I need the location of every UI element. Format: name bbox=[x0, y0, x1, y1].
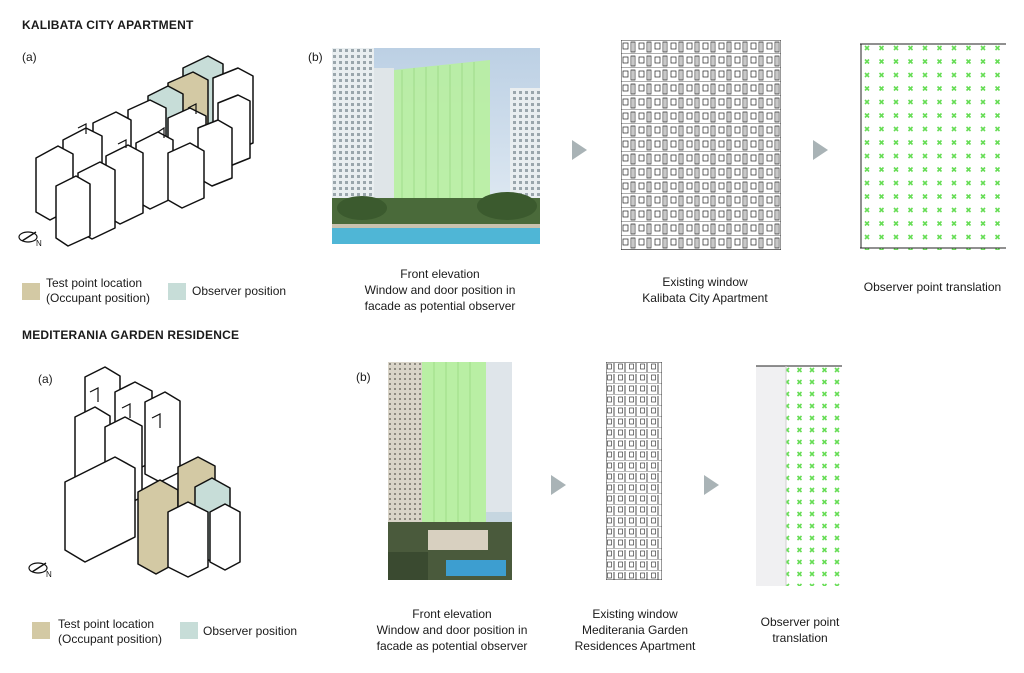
caption-line: Front elevation bbox=[412, 607, 492, 621]
mediterania-facade-photo bbox=[388, 362, 512, 580]
caption-line: Existing window bbox=[662, 275, 748, 289]
mediterania-window-elevation bbox=[606, 362, 662, 580]
triangle-right-icon bbox=[813, 140, 828, 160]
legend-observer-label: Observer position bbox=[192, 284, 287, 298]
panel-label-a: (a) bbox=[38, 372, 53, 386]
kalibata-observer-translation bbox=[860, 42, 1006, 250]
north-arrow-icon: N bbox=[28, 562, 52, 579]
legend-test-point-line2: (Occupant position) bbox=[46, 291, 151, 305]
legend-test-point-line1: Test point location bbox=[46, 276, 143, 290]
caption-line: Kalibata City Apartment bbox=[642, 291, 768, 305]
svg-text:N: N bbox=[46, 570, 52, 579]
panel-label-a: (a) bbox=[22, 50, 37, 64]
caption-line: facade as potential observer bbox=[364, 299, 516, 313]
legend-observer-label: Observer position bbox=[203, 624, 298, 638]
caption-line: Front elevation bbox=[400, 267, 480, 281]
kalibata-facade-photo bbox=[332, 48, 540, 244]
mediterania-observer-translation bbox=[756, 365, 842, 586]
panel-label-b: (b) bbox=[356, 370, 371, 384]
legend-test-point-label: Test point location (Occupant position) bbox=[46, 276, 150, 306]
caption-line: Existing window bbox=[592, 607, 678, 621]
triangle-right-icon bbox=[572, 140, 587, 160]
caption-observer-translation: Observer point translation bbox=[845, 279, 1020, 295]
legend-test-point-label: Test point location (Occupant position) bbox=[58, 617, 162, 647]
north-arrow-icon: N bbox=[18, 231, 42, 248]
legend-swatch-test-point bbox=[22, 283, 40, 300]
caption-line: translation bbox=[772, 631, 828, 645]
caption-line: Window and door position in bbox=[376, 623, 528, 637]
caption-existing-window: Existing window Mediterania Garden Resid… bbox=[560, 606, 710, 654]
legend-swatch-test-point bbox=[32, 622, 50, 639]
legend-test-point-line2: (Occupant position) bbox=[58, 632, 163, 646]
caption-line: facade as potential observer bbox=[376, 639, 528, 653]
panel-label-b: (b) bbox=[308, 50, 323, 64]
section-title-mediterania: MEDITERANIA GARDEN RESIDENCE bbox=[22, 328, 240, 342]
caption-line: Mediterania Garden bbox=[581, 623, 689, 637]
caption-front-elevation: Front elevation Window and door position… bbox=[352, 606, 552, 654]
mediterania-isometric-massing bbox=[64, 366, 241, 578]
legend-test-point-line1: Test point location bbox=[58, 617, 155, 631]
triangle-right-icon bbox=[704, 475, 719, 495]
caption-line: Window and door position in bbox=[364, 283, 516, 297]
legend-swatch-observer bbox=[180, 622, 198, 639]
svg-text:N: N bbox=[36, 239, 42, 248]
caption-line: Residences Apartment bbox=[574, 639, 696, 653]
section-title-kalibata: KALIBATA CITY APARTMENT bbox=[22, 18, 194, 32]
caption-observer-translation: Observer point translation bbox=[740, 614, 860, 646]
caption-front-elevation: Front elevation Window and door position… bbox=[340, 266, 540, 314]
caption-line: Observer point bbox=[760, 615, 840, 629]
kalibata-isometric-massing bbox=[35, 55, 254, 247]
legend-swatch-observer bbox=[168, 283, 186, 300]
kalibata-window-elevation bbox=[621, 40, 781, 250]
caption-line: Observer point translation bbox=[863, 280, 1002, 294]
caption-existing-window: Existing window Kalibata City Apartment bbox=[610, 274, 800, 306]
triangle-right-icon bbox=[551, 475, 566, 495]
